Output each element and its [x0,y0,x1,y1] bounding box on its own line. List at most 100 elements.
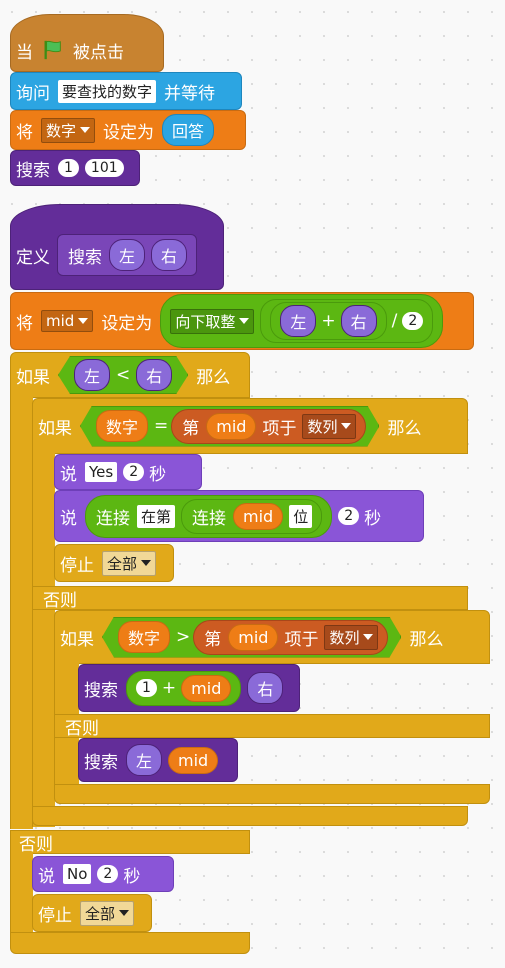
item-label: 第 [204,629,222,650]
stop-all-block-1[interactable]: 停止 全部 [54,544,174,582]
say-label: 说 [60,464,77,485]
else-label: 否则 [19,834,53,855]
left-reporter[interactable]: 左 [126,744,163,776]
list-name: 数列 [329,628,360,647]
search-label: 搜索 [84,752,118,773]
stop-option: 全部 [85,904,116,923]
stop-all-block-2[interactable]: 停止 全部 [32,894,152,932]
variable-name: 数字 [46,121,77,140]
stop-option-dropdown[interactable]: 全部 [80,900,135,926]
if-label: 如果 [38,418,72,439]
variable-name: mid [46,312,75,330]
say-text-field[interactable]: No [63,864,92,884]
search-right-half-block[interactable]: 搜索 1 + mid 右 [78,664,300,712]
if-else-equals-header[interactable]: 如果 数字 = 第 mid 项于 数列 那么 [32,398,468,454]
define-search-block[interactable]: 定义 搜索 左 右 [10,204,224,290]
floor-reporter[interactable]: 向下取整 左 + 右 / 2 [160,294,444,348]
secs-unit: 秒 [123,866,141,887]
say-secs-field[interactable]: 2 [123,463,145,481]
if-equals-footer [32,806,468,826]
divide-reporter[interactable]: 左 + 右 / 2 [260,299,434,343]
dropdown-caret-icon [363,634,373,640]
mid-reporter[interactable]: mid [228,624,278,651]
variable-dropdown[interactable]: 数字 [41,117,96,143]
left-reporter[interactable]: 左 [280,305,317,337]
list-dropdown[interactable]: 数列 [302,414,356,439]
join-outer-reporter[interactable]: 连接 在第 连接 mid 位 [85,494,333,538]
to-label: 设定为 [101,313,153,334]
join-text1-field[interactable]: 在第 [137,504,176,528]
of-label: 项于 [284,629,319,650]
right-reporter[interactable]: 右 [136,359,172,391]
secs-unit: 秒 [364,508,382,529]
number-reporter[interactable]: 数字 [96,410,148,442]
set-label: 将 [16,313,33,334]
ask-and-wait-block[interactable]: 询问 要查找的数字 并等待 [10,72,242,110]
say-label: 说 [60,508,77,529]
divisor-field[interactable]: 2 [402,312,424,330]
search-arg1[interactable]: 1 [58,159,79,177]
math-function-dropdown[interactable]: 向下取整 [170,308,255,334]
green-flag-icon [44,40,61,60]
when-flag-clicked-block[interactable]: 当 被点击 [10,14,164,72]
ask-prompt-field[interactable]: 要查找的数字 [58,79,157,103]
right-reporter[interactable]: 右 [247,672,284,704]
else-greater-bar: 否则 [54,714,490,739]
plus-operator: + [161,678,177,698]
if-label: 如果 [16,367,50,388]
list-dropdown[interactable]: 数列 [324,625,378,650]
set-mid-block[interactable]: 将 mid 设定为 向下取整 左 + 右 / 2 [10,292,474,350]
mid-reporter[interactable]: mid [206,413,256,440]
mid-reporter[interactable]: mid [181,674,232,702]
join-label: 连接 [96,508,130,529]
say-no-block[interactable]: 说 No 2 秒 [32,856,174,892]
clicked-label: 被点击 [73,42,124,63]
list-name: 数列 [307,417,338,436]
say-yes-block[interactable]: 说 Yes 2 秒 [54,454,202,490]
say-text-field[interactable]: Yes [85,462,118,482]
else-equals-bar: 否则 [32,586,468,611]
item-label: 第 [182,418,200,439]
mid-reporter[interactable]: mid [168,746,219,774]
mid-reporter[interactable]: mid [233,502,284,530]
eq-operator: = [154,416,169,436]
say-secs-field[interactable]: 2 [97,865,119,883]
stop-label: 停止 [38,905,72,926]
item-of-list-reporter[interactable]: 第 mid 项于 数列 [193,620,388,655]
else-label: 否则 [43,590,77,611]
set-number-block[interactable]: 将 数字 设定为 回答 [10,110,246,150]
add-reporter[interactable]: 1 + mid [126,670,242,706]
less-than-condition[interactable]: 左 < 右 [58,356,188,394]
join-text2-field[interactable]: 位 [289,504,313,528]
number-reporter[interactable]: 数字 [118,621,170,653]
say-join-block[interactable]: 说 连接 在第 连接 mid 位 2 秒 [54,490,424,542]
if-else-greater-header[interactable]: 如果 数字 > 第 mid 项于 数列 那么 [54,610,490,664]
dropdown-caret-icon [119,910,130,916]
stop-option-dropdown[interactable]: 全部 [102,550,157,576]
define-prototype[interactable]: 搜索 左 右 [57,234,198,276]
right-reporter[interactable]: 右 [340,305,377,337]
then-label: 那么 [409,629,444,650]
if-equals-arm [32,453,55,827]
stop-option: 全部 [107,554,138,573]
search-left-half-block[interactable]: 搜索 左 mid [78,738,238,782]
answer-reporter[interactable]: 回答 [162,114,215,146]
equals-condition[interactable]: 数字 = 第 mid 项于 数列 [80,406,379,447]
if-outer-footer [10,932,250,954]
search-arg2[interactable]: 101 [84,159,124,177]
join-inner-reporter[interactable]: 连接 mid 位 [181,498,323,534]
ask-label: 询问 [16,83,50,104]
param-left[interactable]: 左 [109,239,146,271]
param-right[interactable]: 右 [151,239,188,271]
mid-variable-dropdown[interactable]: mid [41,310,94,332]
add-operand-one[interactable]: 1 [136,679,157,697]
add-reporter[interactable]: 左 + 右 [270,302,387,340]
left-reporter[interactable]: 左 [74,359,110,391]
if-else-outer-header[interactable]: 如果 左 < 右 那么 [10,352,250,398]
say-secs-field[interactable]: 2 [338,507,360,525]
wait-label: 并等待 [164,83,216,104]
then-label: 那么 [196,367,231,388]
item-of-list-reporter[interactable]: 第 mid 项于 数列 [171,409,366,444]
greater-than-condition[interactable]: 数字 > 第 mid 项于 数列 [102,617,401,658]
call-search-block[interactable]: 搜索 1 101 [10,150,140,186]
